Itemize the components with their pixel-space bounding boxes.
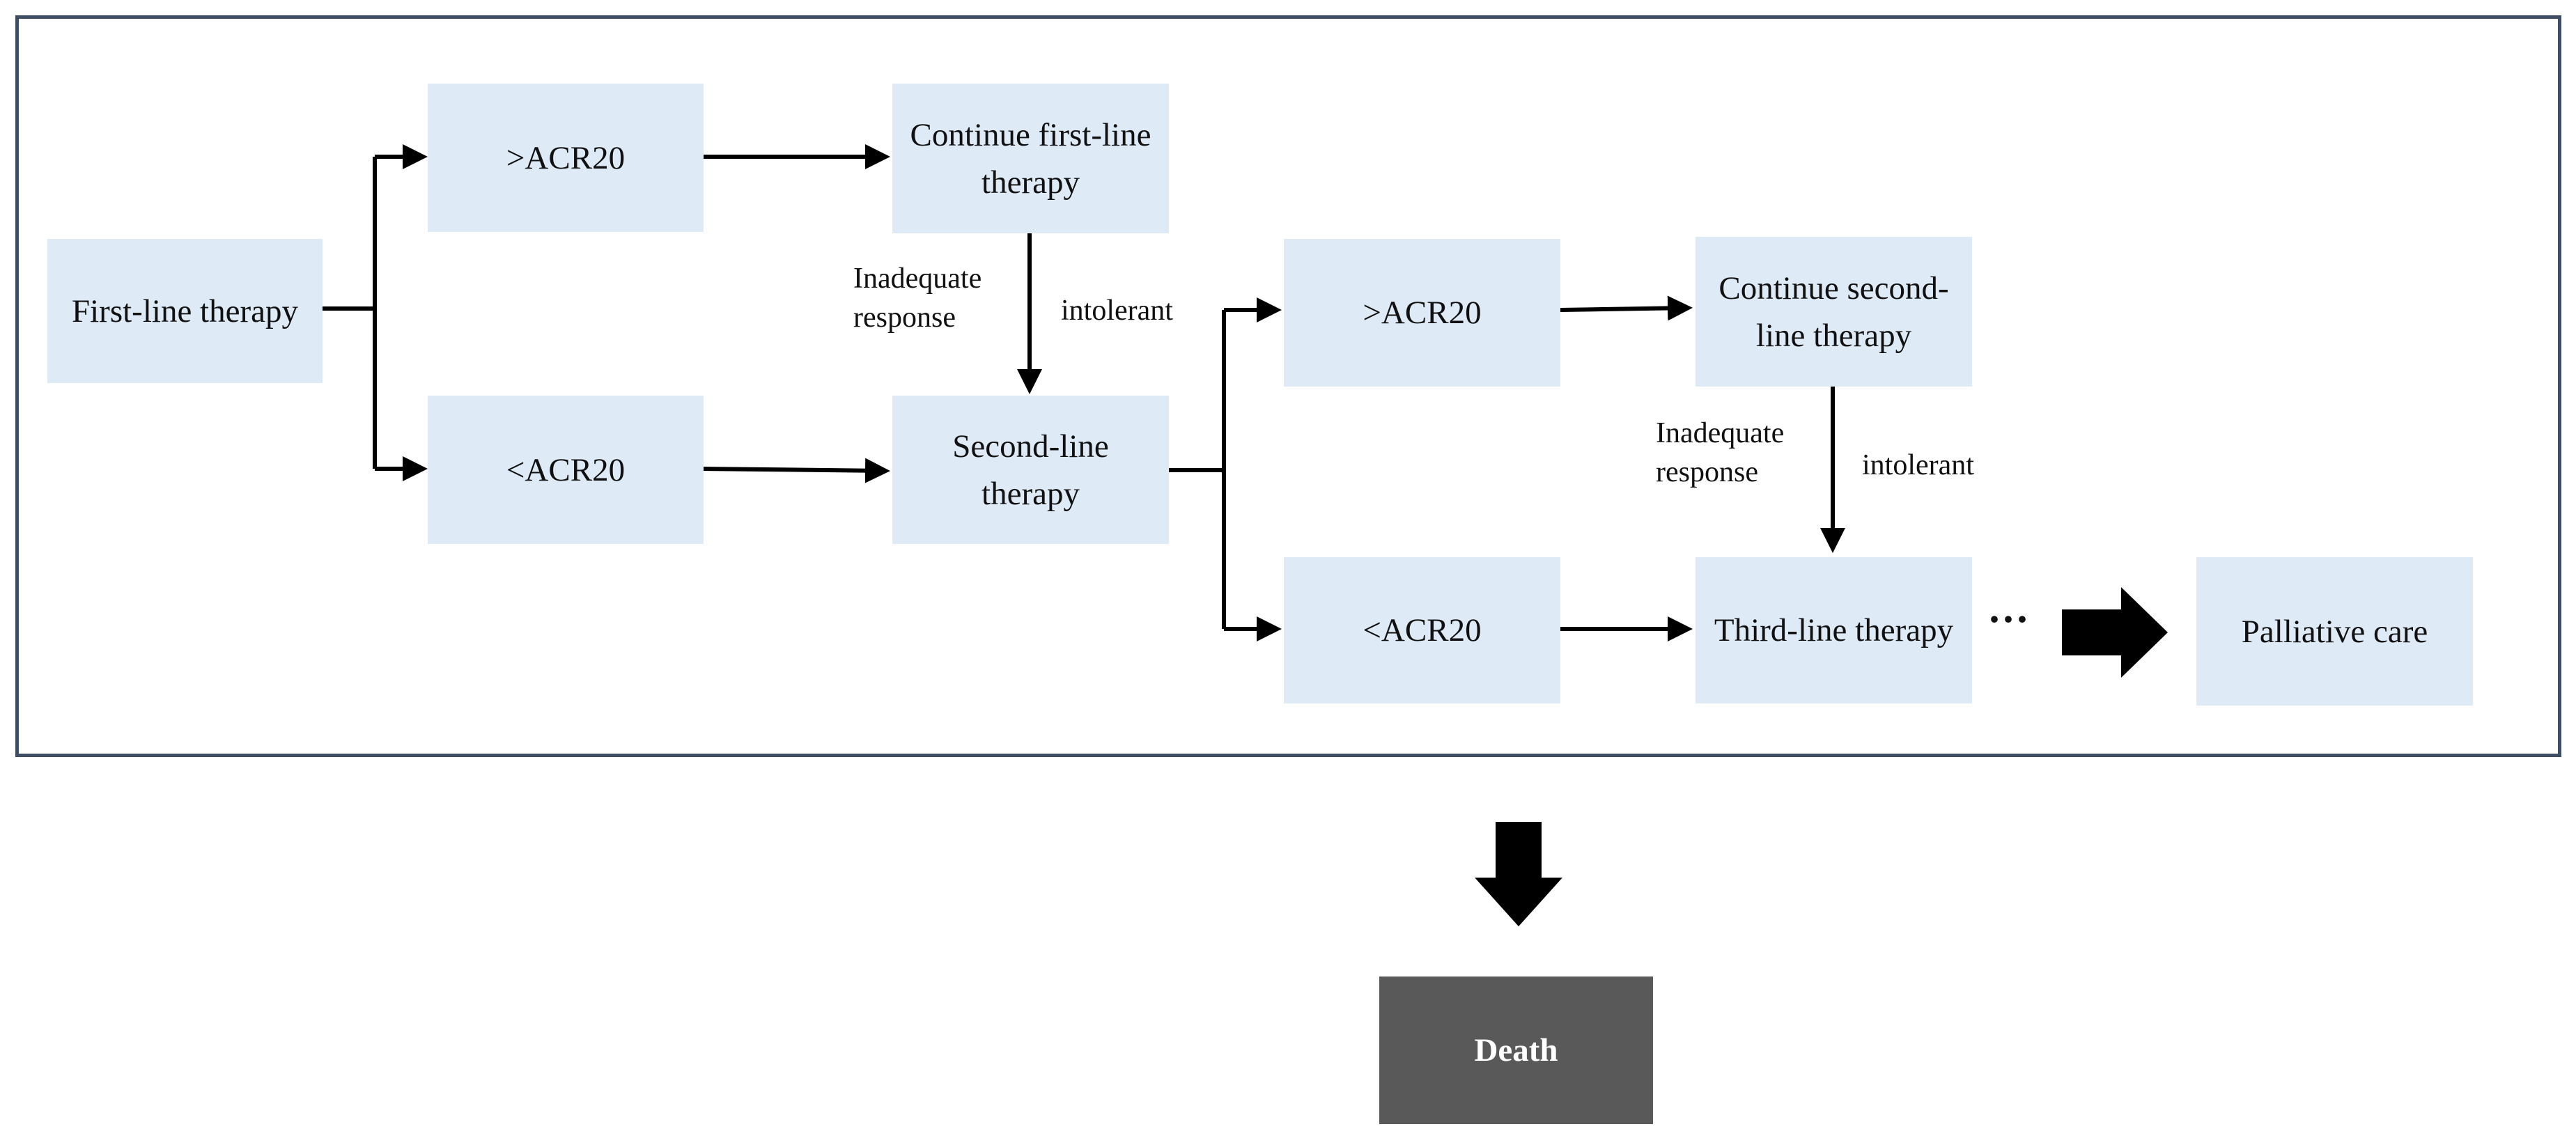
continue-first-line-box: Continue first-line therapy	[892, 84, 1169, 233]
lt-acr20-box-1: <ACR20	[428, 396, 704, 544]
first-line-therapy-box: First-line therapy	[47, 239, 323, 383]
inadequate-response-label-2: Inadequate response	[1656, 417, 1785, 488]
intolerant-label-2: intolerant	[1862, 449, 1974, 481]
intolerant-label-1: intolerant	[1061, 295, 1173, 327]
gt-acr20-box-2: >ACR20	[1284, 239, 1560, 387]
palliative-care-box: Palliative care	[2196, 557, 2473, 706]
block-arrow-right	[2062, 587, 2168, 678]
third-line-therapy-box: Third-line therapy	[1696, 557, 1972, 703]
death-box: Death	[1379, 977, 1653, 1124]
diagram-frame	[15, 15, 2561, 757]
second-line-therapy-box: Second-line therapy	[892, 396, 1169, 544]
gt-acr20-box-1: >ACR20	[428, 84, 704, 232]
arrow-lt-acr20-to-second-line	[703, 458, 890, 483]
block-arrow-down	[1475, 822, 1562, 926]
inadequate-response-label-1: Inadequate response	[853, 263, 982, 334]
continuation-ellipsis: ···	[1987, 596, 2030, 642]
arrow-gt-acr20-to-continue-second	[1560, 295, 1693, 321]
lt-acr20-box-2: <ACR20	[1284, 557, 1560, 703]
continue-second-line-box: Continue second-line therapy	[1696, 237, 1972, 387]
